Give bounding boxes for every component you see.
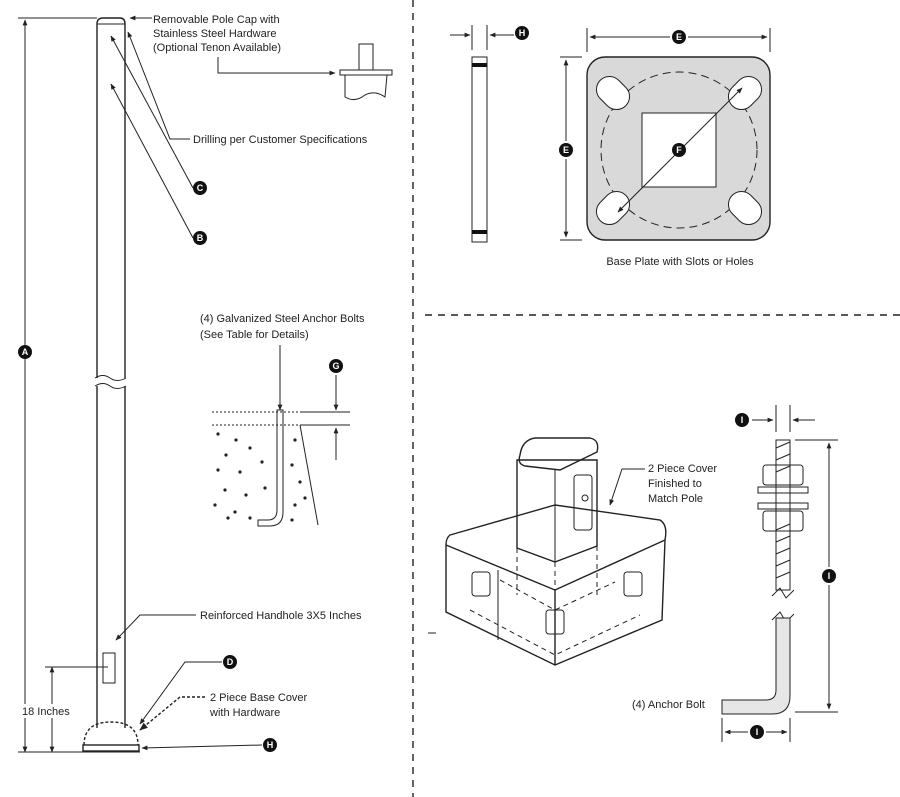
svg-text:C: C xyxy=(197,183,204,193)
drilling-label: Drilling per Customer Specifications xyxy=(193,134,368,146)
svg-text:B: B xyxy=(197,233,204,243)
badge-e-left: E xyxy=(559,143,573,157)
base-cover-label-2: with Hardware xyxy=(209,707,280,719)
cover-label-3: Match Pole xyxy=(648,493,703,505)
pole-cap-label-2: Stainless Steel Hardware xyxy=(153,28,277,40)
badge-f: F xyxy=(672,143,686,157)
svg-text:H: H xyxy=(267,740,274,750)
pole-cap-label-1: Removable Pole Cap with xyxy=(153,14,280,26)
cover-label-2: Finished to xyxy=(648,478,702,490)
pole-cap-label-3: (Optional Tenon Available) xyxy=(153,42,281,54)
tenon-cap xyxy=(339,43,393,101)
svg-text:H: H xyxy=(519,28,526,38)
svg-text:G: G xyxy=(332,361,339,371)
base-plate-caption: Base Plate with Slots or Holes xyxy=(606,256,754,268)
badge-b: B xyxy=(193,231,207,245)
handhole xyxy=(102,652,116,684)
badge-i-top: I xyxy=(735,413,749,427)
base-cover-isometric xyxy=(445,437,667,666)
badge-d: D xyxy=(223,655,237,669)
badge-h-pole: H xyxy=(263,738,277,752)
badge-i-right: I xyxy=(822,569,836,583)
badge-a: A xyxy=(18,345,32,359)
badge-h-plate: H xyxy=(515,26,529,40)
concrete-footing xyxy=(212,409,319,527)
cover-label-1: 2 Piece Cover xyxy=(648,463,717,475)
pole-drawing xyxy=(82,17,140,752)
svg-text:I: I xyxy=(741,415,744,425)
svg-text:A: A xyxy=(22,347,29,357)
svg-text:I: I xyxy=(756,727,759,737)
badge-c: C xyxy=(193,181,207,195)
svg-text:E: E xyxy=(676,32,682,42)
svg-text:I: I xyxy=(828,571,831,581)
svg-text:F: F xyxy=(676,145,682,155)
anchor-bolts-label-1: (4) Galvanized Steel Anchor Bolts xyxy=(200,313,365,325)
badge-e-top: E xyxy=(672,30,686,44)
svg-text:D: D xyxy=(227,657,234,667)
plate-side-view xyxy=(471,56,488,243)
badge-g: G xyxy=(329,359,343,373)
anchor-bolt-label: (4) Anchor Bolt xyxy=(632,699,705,711)
anchor-bolts-label-2: (See Table for Details) xyxy=(200,329,309,341)
anchor-bolt-detail xyxy=(721,439,809,715)
base-cover-label-1: 2 Piece Base Cover xyxy=(210,692,308,704)
eighteen-inches-label: 18 Inches xyxy=(22,706,70,718)
svg-text:E: E xyxy=(563,145,569,155)
base-plate-side xyxy=(82,744,140,752)
badge-i-bottom: I xyxy=(750,725,764,739)
handhole-label: Reinforced Handhole 3X5 Inches xyxy=(200,610,362,622)
